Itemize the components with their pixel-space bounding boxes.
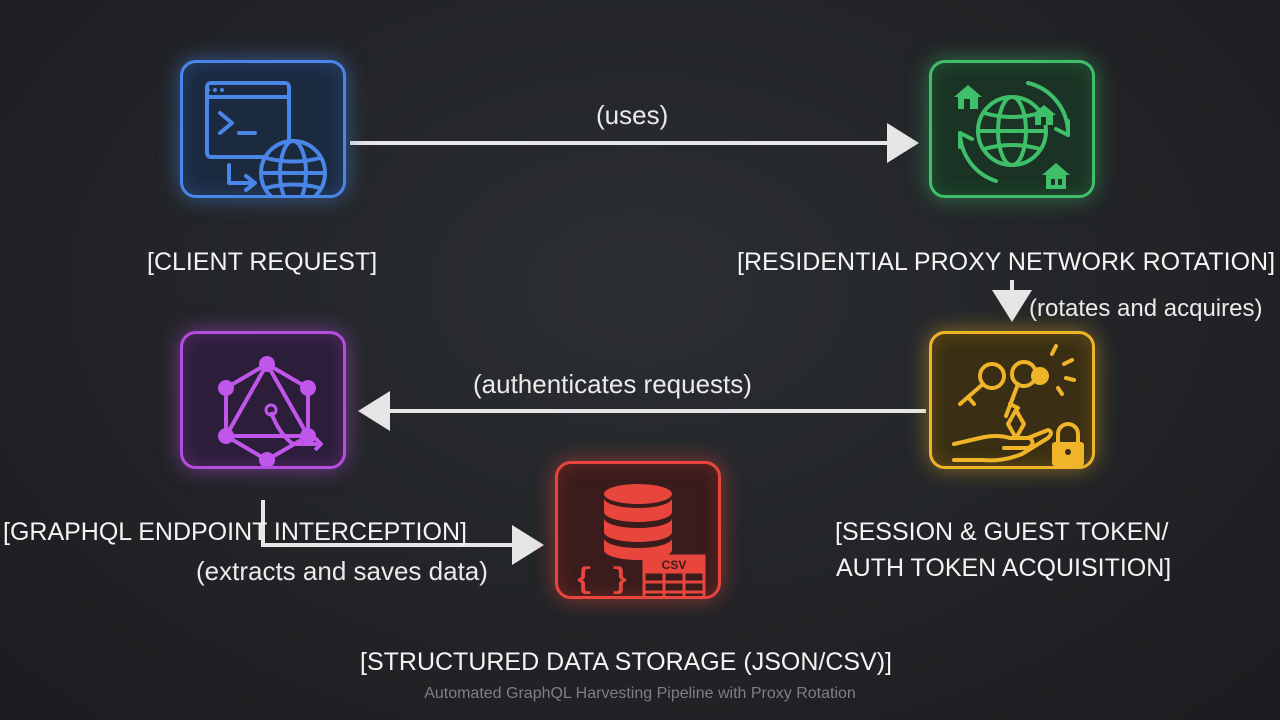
client-request-label: [CLIENT REQUEST] (147, 248, 378, 276)
database-csv-icon: { } CSV (575, 484, 706, 596)
diagram-caption: Automated GraphQL Harvesting Pipeline wi… (424, 685, 856, 702)
csv-text: CSV (662, 558, 687, 572)
structured-storage-node: { } CSV (555, 461, 721, 599)
edge-label-uses: (uses) (596, 100, 669, 130)
residential-proxy-node (929, 60, 1095, 198)
edge-label-extracts-saves: (extracts and saves data) (196, 556, 488, 586)
graphql-endpoint-node (180, 331, 346, 469)
structured-storage-label: [STRUCTURED DATA STORAGE (JSON/CSV)] (360, 648, 892, 676)
session-token-node (929, 331, 1095, 469)
session-token-label-line2: AUTH TOKEN ACQUISITION] (836, 554, 1172, 582)
globe-houses-rotation-icon (954, 81, 1071, 189)
graphql-logo-icon (218, 356, 323, 466)
edge-label-rotates-acquires: (rotates and acquires) (1029, 295, 1263, 322)
graphql-endpoint-label: [GRAPHQL ENDPOINT INTERCEPTION] (3, 518, 467, 546)
arrow-graphql-to-storage (261, 500, 544, 565)
keys-hand-lock-icon (952, 344, 1084, 466)
client-request-node (180, 60, 346, 198)
residential-proxy-label: [RESIDENTIAL PROXY NETWORK ROTATION] (737, 248, 1276, 276)
session-token-label-line1: [SESSION & GUEST TOKEN/ (835, 518, 1169, 546)
json-braces-icon: { } (575, 564, 629, 596)
edge-label-authenticates: (authenticates requests) (473, 369, 752, 399)
terminal-globe-icon (205, 81, 327, 195)
